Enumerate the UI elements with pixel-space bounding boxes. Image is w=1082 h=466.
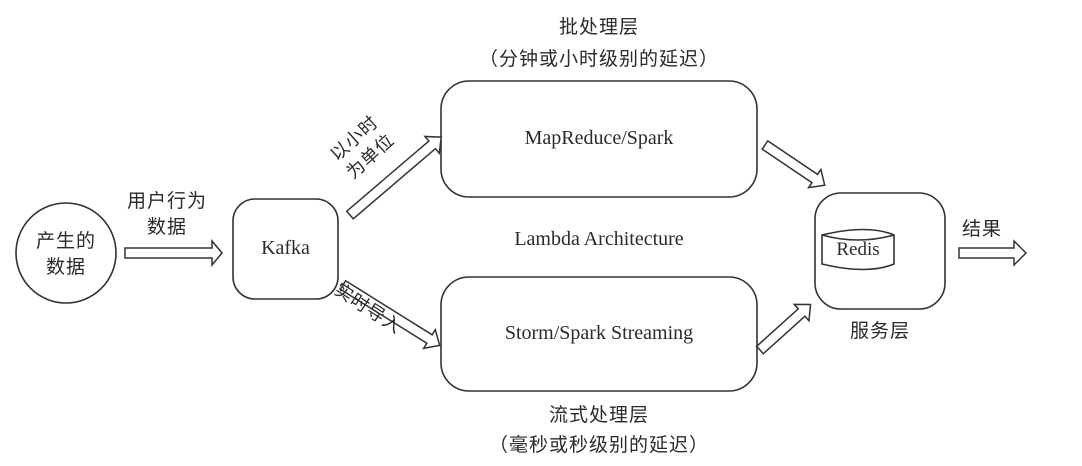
batch-layer-subtitle: （分钟或小时级别的延迟） (478, 48, 719, 70)
redis-database-icon (821, 228, 895, 271)
stream-layer-subtitle: （毫秒或秒级别的延迟） (488, 434, 709, 456)
serving-layer-title: 服务层 (849, 320, 910, 342)
source-data-label: 产生的 数据 (26, 228, 106, 280)
arrow-kafka-to-stream (339, 279, 441, 350)
user-behavior-edge-label: 用户行为 数据 (118, 188, 216, 240)
kafka-node (232, 198, 339, 300)
batch-layer-label: MapReduce/Spark (524, 127, 674, 149)
architecture-title: Lambda Architecture (514, 228, 684, 250)
arrow-batch-to-serving (761, 139, 826, 189)
arrow-kafka-to-batch (345, 135, 443, 220)
source-data-node (15, 202, 117, 304)
stream-layer-title: 流式处理层 (548, 404, 649, 426)
redis-label: Redis (836, 239, 880, 260)
arrow-serving-to-result (958, 239, 1028, 267)
source-data-label-line1: 产生的 (35, 230, 96, 252)
source-data-label-line2: 数据 (45, 256, 86, 278)
result-edge-label: 结果 (962, 218, 1003, 240)
kafka-label: Kafka (261, 237, 310, 259)
user-behavior-edge-label-line2: 数据 (146, 216, 187, 238)
stream-layer-node (440, 276, 758, 392)
user-behavior-edge-label-line1: 用户行为 (126, 190, 207, 212)
arrow-source-to-kafka (124, 238, 223, 268)
serving-layer-node (814, 192, 946, 310)
stream-layer-label: Storm/Spark Streaming (504, 322, 694, 344)
arrow-stream-to-serving (755, 303, 812, 355)
batch-layer-title: 批处理层 (558, 16, 639, 38)
